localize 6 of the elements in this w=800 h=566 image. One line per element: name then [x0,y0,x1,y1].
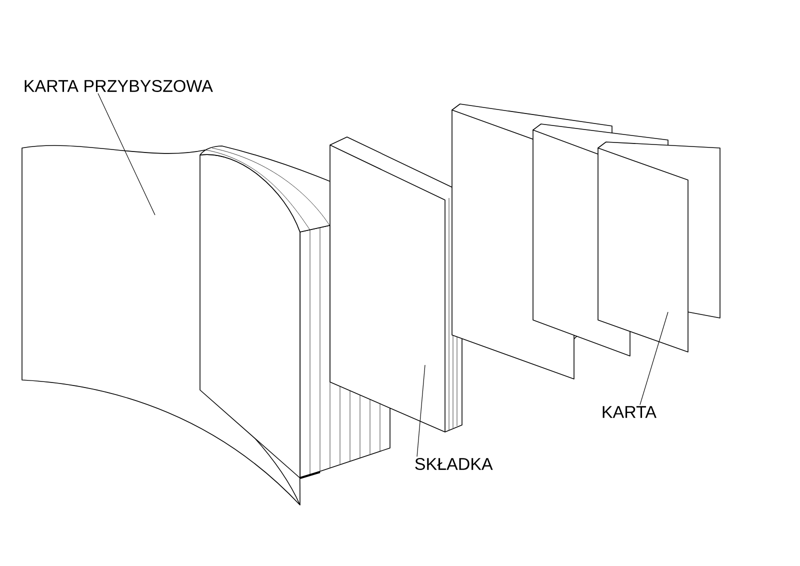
part-label: KARTA PRZYBYSZOWA [24,80,213,92]
leader-line [98,93,156,216]
part-label: SKŁADKA [415,458,493,470]
leader-line [416,364,426,457]
part-label: KARTA [602,406,656,418]
leader-line [640,312,668,406]
